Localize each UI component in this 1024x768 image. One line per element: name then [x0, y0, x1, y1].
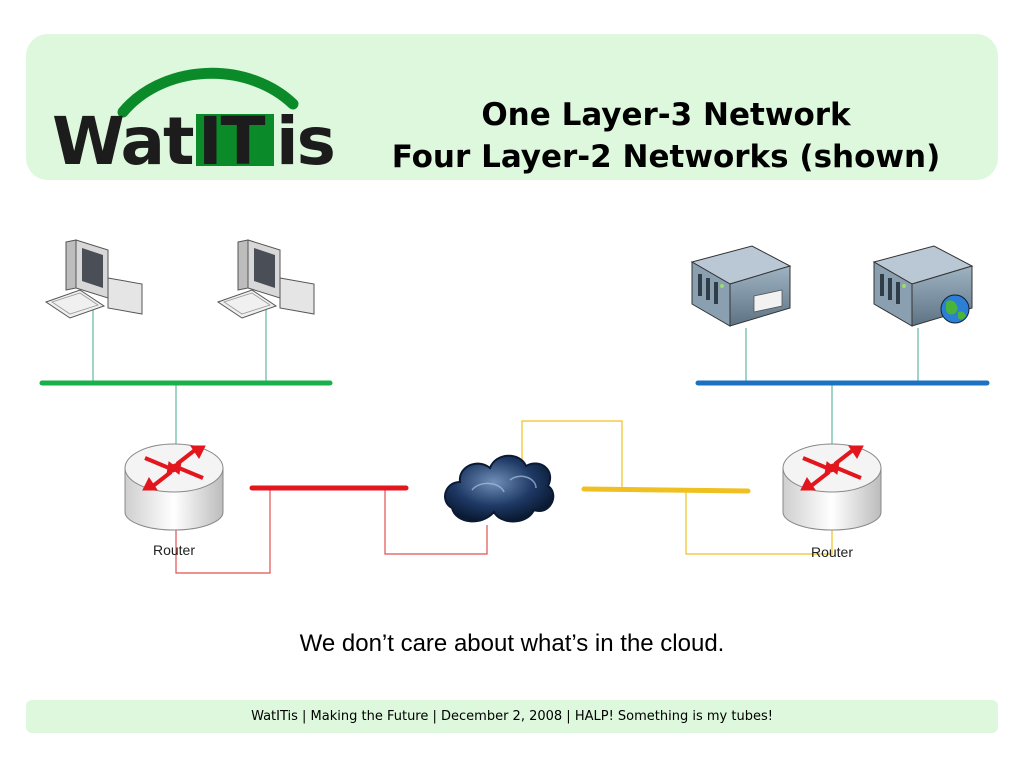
- cloud-icon: [444, 454, 555, 523]
- server-icon-1: [690, 245, 792, 327]
- router-label-left: Router: [153, 542, 195, 558]
- workstation-icon-2: [216, 239, 315, 319]
- router-label-right: Router: [811, 544, 853, 560]
- right-wan-segment: [581, 486, 751, 494]
- footer-text: WatITis | Making the Future | December 2…: [251, 709, 773, 724]
- workstation-icon-1: [44, 239, 143, 319]
- svg-text:is: is: [276, 103, 333, 177]
- globe-icon: [940, 294, 970, 324]
- server-icon-2: [872, 245, 974, 327]
- header-band: [26, 34, 998, 180]
- connection-lines: [92, 300, 919, 574]
- slide-title: One Layer-3 Network Four Layer-2 Network…: [350, 94, 982, 178]
- watitis-logo: Wat IT is: [52, 67, 333, 177]
- router-icon-left: [124, 443, 224, 531]
- footer-band: WatITis | Making the Future | December 2…: [26, 700, 998, 733]
- network-diagram: Router Router: [39, 239, 990, 574]
- title-line-1: One Layer-3 Network: [481, 97, 851, 133]
- router-icon-right: [782, 443, 882, 531]
- svg-text:Wat: Wat: [52, 103, 194, 177]
- svg-text:IT: IT: [198, 103, 266, 177]
- cloud-caption: We don’t care about what’s in the cloud.: [299, 630, 725, 657]
- title-line-2: Four Layer-2 Networks (shown): [391, 139, 941, 175]
